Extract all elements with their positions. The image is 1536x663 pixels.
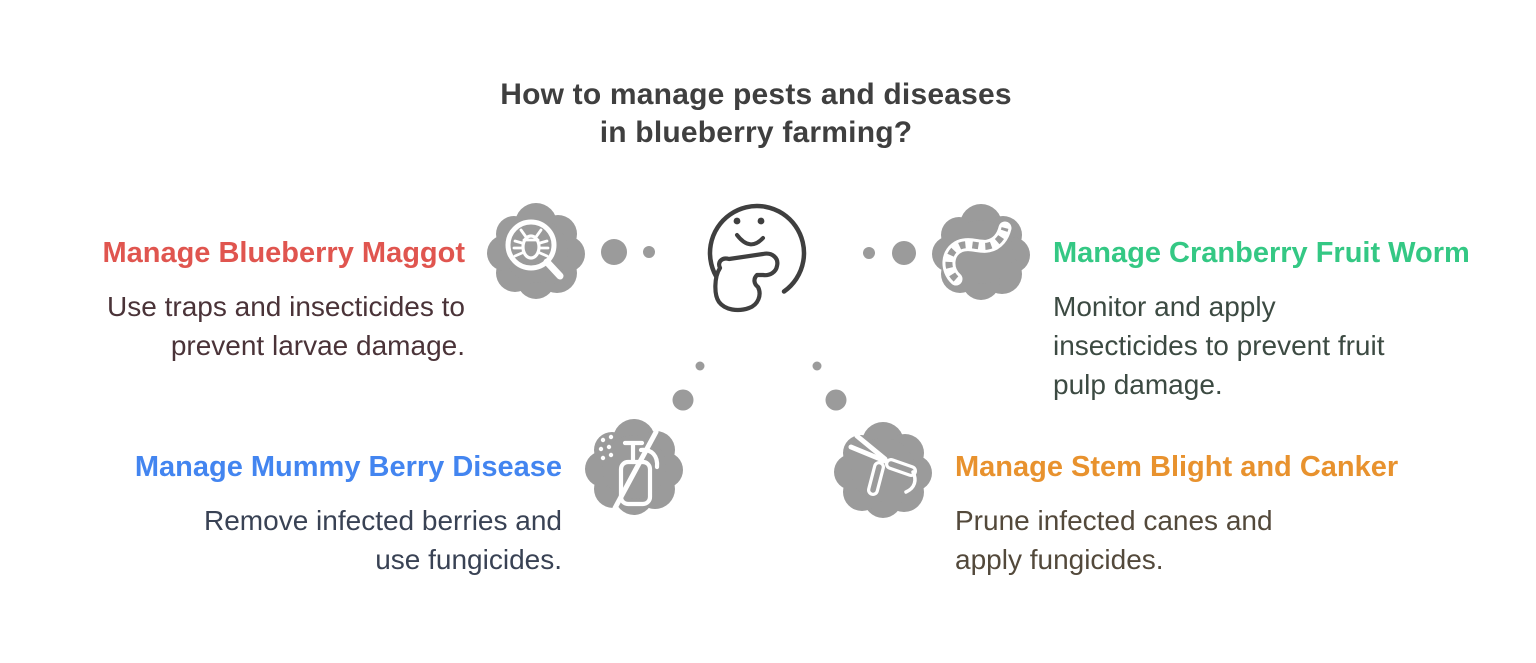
bug-magnifier-icon: [505, 219, 564, 280]
center-illustration: [487, 203, 1030, 518]
thought-dots: [601, 239, 916, 411]
body-line: use fungicides.: [375, 544, 562, 575]
section-stem-blight-canker: Manage Stem Blight and Canker Prune infe…: [955, 450, 1398, 579]
infographic-title: How to manage pests and diseases in blue…: [0, 76, 1512, 152]
section-cranberry-fruit-worm: Manage Cranberry Fruit Worm Monitor and …: [1053, 236, 1470, 404]
body-line: Remove infected berries and: [204, 505, 562, 536]
no-spray-bottle-icon: [598, 429, 660, 511]
section-mummy-berry-disease: Manage Mummy Berry Disease Remove infect…: [135, 450, 562, 579]
section-heading: Manage Blueberry Maggot: [102, 237, 465, 269]
right-eye: [757, 217, 765, 225]
pruning-shears-icon: [848, 433, 917, 496]
bubble-top-left: [487, 203, 585, 299]
title-line-1: How to manage pests and diseases: [500, 78, 1012, 111]
body-line: apply fungicides.: [955, 544, 1164, 575]
spray-droplets: [598, 434, 614, 461]
section-heading: Manage Stem Blight and Canker: [955, 451, 1399, 483]
frown-mouth: [735, 233, 765, 247]
body-line: Use traps and insecticides to: [107, 291, 465, 322]
thinking-hand: [713, 251, 780, 313]
body-line: pulp damage.: [1053, 369, 1223, 400]
section-body: Use traps and insecticides to prevent la…: [102, 287, 465, 365]
section-heading: Manage Mummy Berry Disease: [134, 451, 562, 483]
worm-icon: [942, 221, 1012, 286]
body-line: Prune infected canes and: [955, 505, 1273, 536]
bubble-bottom-left: [585, 419, 683, 515]
section-blueberry-maggot: Manage Blueberry Maggot Use traps and in…: [102, 236, 465, 365]
section-body: Monitor and apply insecticides to preven…: [1053, 287, 1470, 404]
section-body: Remove infected berries and use fungicid…: [135, 501, 562, 579]
face-outline: [707, 203, 807, 294]
left-eye: [733, 217, 741, 225]
body-line: prevent larvae damage.: [170, 330, 465, 361]
section-body: Prune infected canes and apply fungicide…: [955, 501, 1398, 579]
section-heading: Manage Cranberry Fruit Worm: [1053, 237, 1470, 269]
thought-bubbles: [487, 203, 1030, 518]
body-line: Monitor and apply: [1053, 291, 1276, 322]
thinking-face-icon: [707, 203, 807, 313]
body-line: insecticides to prevent fruit: [1053, 330, 1385, 361]
title-line-2: in blueberry farming?: [599, 116, 913, 149]
